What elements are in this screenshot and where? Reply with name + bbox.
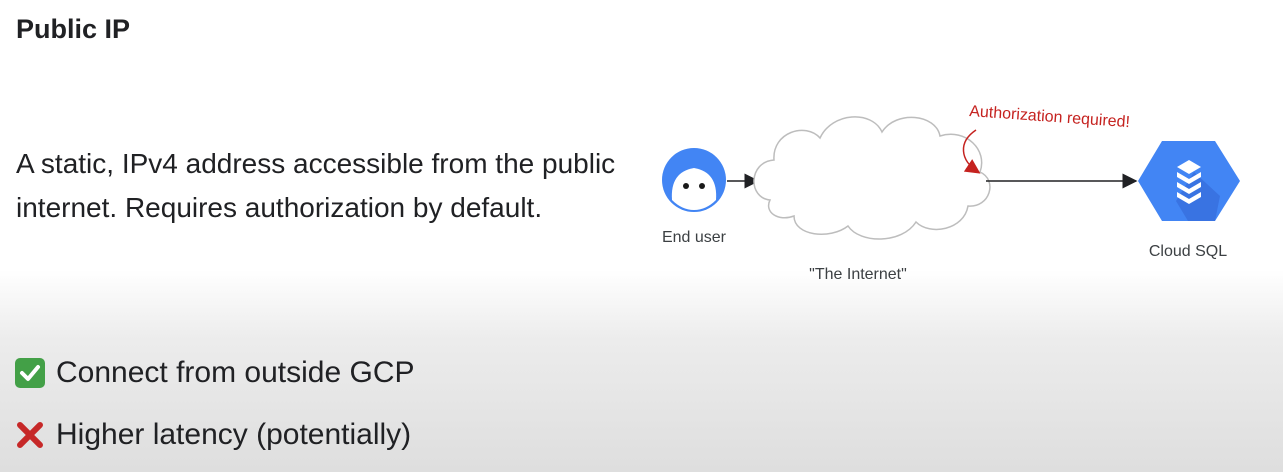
con-text: Higher latency (potentially) xyxy=(56,418,412,451)
slide-description: A static, IPv4 address accessible from t… xyxy=(16,148,616,223)
pro-text: Connect from outside GCP xyxy=(56,356,415,389)
cloud-sql-icon xyxy=(1138,141,1240,221)
con-bullet: Higher latency (potentially) xyxy=(14,418,411,452)
slide-title: Public IP xyxy=(16,14,131,44)
authorization-note: Authorization required! xyxy=(969,103,1131,131)
end-user-label: End user xyxy=(662,229,727,246)
internet-label: "The Internet" xyxy=(809,266,907,283)
internet-cloud-icon xyxy=(753,116,991,240)
cloud-sql-label: Cloud SQL xyxy=(1149,243,1227,260)
end-user-icon xyxy=(662,148,726,212)
pro-bullet: Connect from outside GCP xyxy=(14,356,415,390)
authorization-pointer-arrow xyxy=(962,129,981,174)
check-mark-button-icon xyxy=(14,357,46,389)
cross-mark-icon xyxy=(14,419,46,451)
